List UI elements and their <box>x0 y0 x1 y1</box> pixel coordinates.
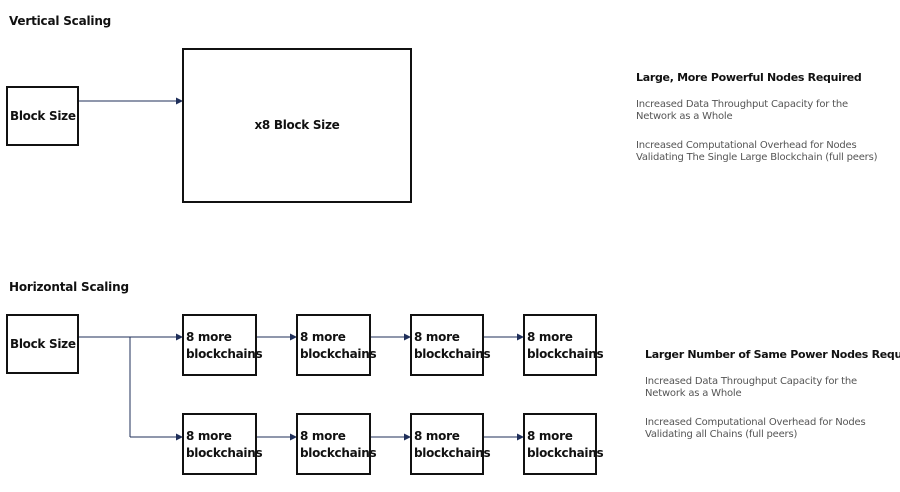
chain-box-bottom-2: 8 more blockchains <box>296 413 377 475</box>
vertical-target-label: x8 Block Size <box>254 118 340 132</box>
chain-box-bottom-1: 8 more blockchains <box>182 413 263 475</box>
vertical-target-box: x8 Block Size <box>182 48 412 203</box>
note-line: Validating all Chains (full peers) <box>645 429 798 440</box>
chain-label-line: 8 more <box>300 429 346 443</box>
chain-label-line: blockchains <box>186 446 263 460</box>
note-line: Network as a Whole <box>645 388 742 399</box>
chain-box-top-2: 8 more blockchains <box>296 314 377 376</box>
chain-label-line: 8 more <box>186 429 232 443</box>
chain-label-line: blockchains <box>414 347 491 361</box>
note-line: Increased Data Throughput Capacity for t… <box>645 376 857 387</box>
chain-label-line: 8 more <box>186 330 232 344</box>
chain-label-line: blockchains <box>527 347 604 361</box>
note-line: Increased Data Throughput Capacity for t… <box>636 99 848 110</box>
chain-box-top-4: 8 more blockchains <box>523 314 604 376</box>
chain-label-line: 8 more <box>527 429 573 443</box>
vertical-note-throughput: Increased Data Throughput Capacity for t… <box>636 99 848 123</box>
chain-label-line: blockchains <box>300 347 377 361</box>
note-line: Increased Computational Overhead for Nod… <box>645 417 866 428</box>
chain-label-line: blockchains <box>527 446 604 460</box>
vertical-notes-heading: Large, More Powerful Nodes Required <box>636 71 862 84</box>
chain-box-top-3: 8 more blockchains <box>410 314 491 376</box>
chain-label-line: blockchains <box>186 347 263 361</box>
horizontal-scaling-title: Horizontal Scaling <box>9 280 129 294</box>
horizontal-note-throughput: Increased Data Throughput Capacity for t… <box>645 376 857 400</box>
horizontal-note-overhead: Increased Computational Overhead for Nod… <box>645 417 866 441</box>
vertical-scaling-title: Vertical Scaling <box>9 14 112 28</box>
chain-label-line: blockchains <box>414 446 491 460</box>
vertical-source-box: Block Size <box>6 86 79 146</box>
vertical-note-overhead: Increased Computational Overhead for Nod… <box>636 140 877 164</box>
horizontal-source-label: Block Size <box>10 336 76 351</box>
note-line: Increased Computational Overhead for Nod… <box>636 140 857 151</box>
chain-label-line: blockchains <box>300 446 377 460</box>
chain-box-bottom-4: 8 more blockchains <box>523 413 604 475</box>
horizontal-source-box: Block Size <box>6 314 79 374</box>
note-line: Validating The Single Large Blockchain (… <box>636 152 878 163</box>
chain-box-bottom-3: 8 more blockchains <box>410 413 491 475</box>
vertical-source-label: Block Size <box>10 108 76 123</box>
note-line: Network as a Whole <box>636 111 733 122</box>
chain-box-top-1: 8 more blockchains <box>182 314 263 376</box>
horizontal-notes-heading: Larger Number of Same Power Nodes Requir… <box>645 348 900 361</box>
chain-label-line: 8 more <box>300 330 346 344</box>
chain-label-line: 8 more <box>414 429 460 443</box>
chain-label-line: 8 more <box>414 330 460 344</box>
chain-label-line: 8 more <box>527 330 573 344</box>
